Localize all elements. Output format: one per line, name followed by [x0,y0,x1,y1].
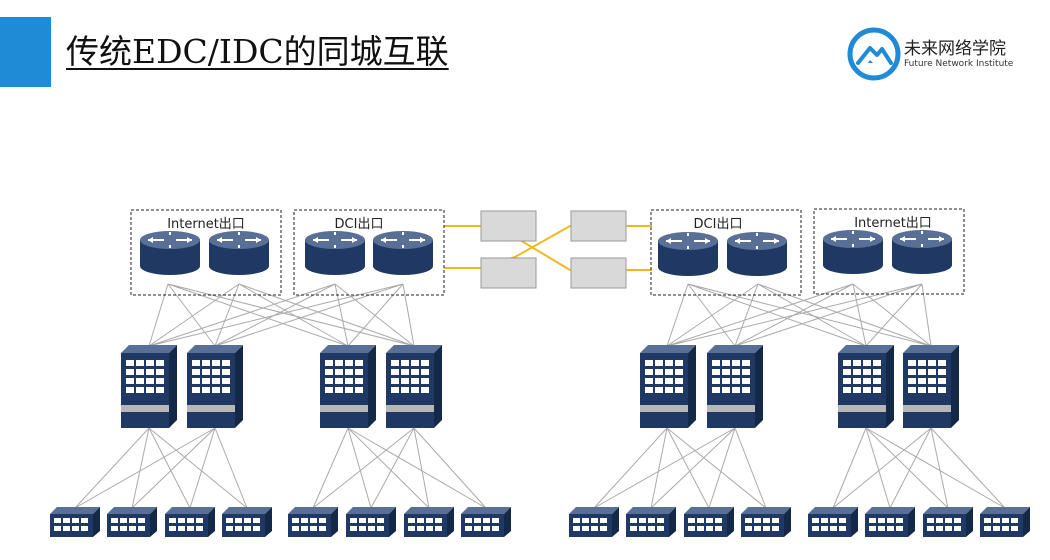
routers [139,229,953,277]
optical-box [480,210,537,242]
logo-subtitle: Future Network Institute [904,59,1014,69]
access-switch-icon [222,507,272,537]
access-switch-icon [404,507,454,537]
slide-title: 传统EDC/IDC的同城互联 [66,32,449,71]
core-switch-icon [640,345,696,428]
access-switch-icon [50,507,100,537]
router-icon [891,229,953,275]
core-switch-icon [121,345,177,428]
router-icon [372,230,434,276]
access-switch-icon [865,507,915,537]
group-box-dci-right [650,209,802,296]
core-switch-icon [838,345,894,428]
access-switches [50,507,1030,537]
core-switch-icon [707,345,763,428]
logo-name: 未来网络学院 [904,39,1006,59]
logo-mark-icon [847,27,901,81]
access-switch-icon [288,507,338,537]
group-label-internet-right: Internet出口 [854,216,932,231]
access-switch-icon [741,507,791,537]
core-switch-icon [320,345,376,428]
group-label-dci-right: DCI出口 [694,217,743,232]
group-box-internet-left [130,209,282,296]
access-switch-icon [980,507,1030,537]
egress-groups [130,208,965,296]
access-switch-icon [808,507,858,537]
access-switch-icon [626,507,676,537]
title-accent-bar [0,17,51,87]
mesh-links [74,283,1006,509]
router-icon [657,231,719,277]
access-switch-icon [684,507,734,537]
institute-logo: 未来网络学院 Future Network Institute [846,26,1036,82]
access-switch-icon [346,507,396,537]
optical-box [570,257,627,289]
core-switches [121,345,959,428]
group-label-dci-left: DCI出口 [335,217,384,232]
group-box-dci-left [293,209,445,296]
dci-links [444,225,652,271]
router-icon [139,230,201,276]
access-switch-icon [923,507,973,537]
core-switch-icon [386,345,442,428]
optical-transport-boxes [480,210,627,289]
optical-box [570,210,627,242]
router-icon [726,231,788,277]
group-label-internet-left: Internet出口 [167,217,245,232]
core-switch-icon [903,345,959,428]
optical-box [480,257,537,289]
router-icon [304,230,366,276]
access-switch-icon [461,507,511,537]
core-switch-icon [187,345,243,428]
router-icon [822,229,884,275]
router-icon [208,230,270,276]
group-box-internet-right [813,208,965,295]
access-switch-icon [569,507,619,537]
access-switch-icon [165,507,215,537]
access-switch-icon [107,507,157,537]
